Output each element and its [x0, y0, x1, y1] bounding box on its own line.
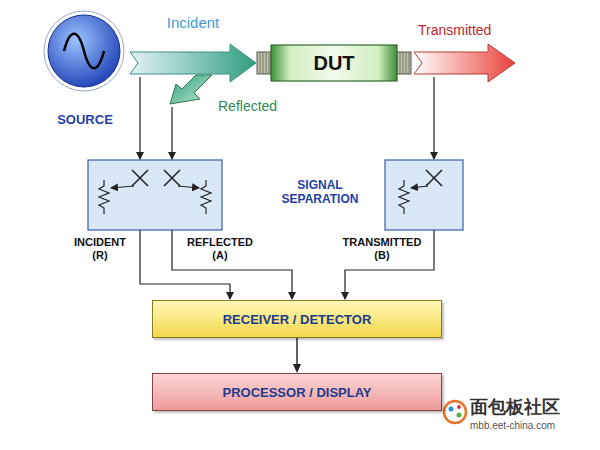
signal-name: REFLECTED (A) — [180, 236, 260, 262]
source-circle — [40, 8, 130, 96]
signal-name: INCIDENT (R) — [68, 236, 132, 262]
coupler-arm — [111, 186, 428, 188]
watermark: 面包板社区 — [470, 397, 560, 419]
edge-label: Incident — [167, 14, 220, 31]
signal-line — [172, 230, 292, 299]
node-text: RECEIVER / DETECTOR — [223, 312, 372, 327]
arrow-label: Transmitted — [418, 22, 491, 39]
node-text: DUT — [313, 52, 354, 75]
watermark: mbb.eet-china.com — [470, 420, 555, 432]
signal-arrow — [130, 44, 256, 82]
node-text: PROCESSOR / DISPLAY — [222, 385, 371, 400]
source-node: SOURCE — [40, 8, 130, 136]
dut-block: DUT — [256, 44, 412, 82]
sample-line — [171, 107, 172, 159]
sample-line — [139, 77, 140, 159]
node-text: SOURCE — [57, 112, 113, 127]
separation-box — [88, 160, 222, 230]
resistor-symbol — [99, 180, 409, 214]
processor-box: PROCESSOR / DISPLAY — [152, 373, 442, 411]
connector — [130, 44, 256, 82]
arrow-label: Reflected — [218, 98, 277, 115]
receiver-box: RECEIVER / DETECTOR — [152, 300, 442, 338]
connector — [293, 338, 301, 373]
signal-name: TRANSMITTED (B) — [336, 236, 428, 262]
dut-body — [271, 45, 397, 81]
watermark-icon — [444, 401, 466, 423]
separation-box — [385, 160, 463, 230]
sine-wave — [64, 34, 104, 69]
sample-line — [433, 77, 434, 159]
reflected-arrow — [170, 75, 212, 104]
transmitted-arrow — [414, 44, 515, 82]
section-label: SIGNAL SEPARATION — [268, 178, 372, 207]
connector-end — [397, 52, 411, 74]
connector-end — [257, 52, 271, 74]
coupler-symbol — [132, 170, 442, 186]
